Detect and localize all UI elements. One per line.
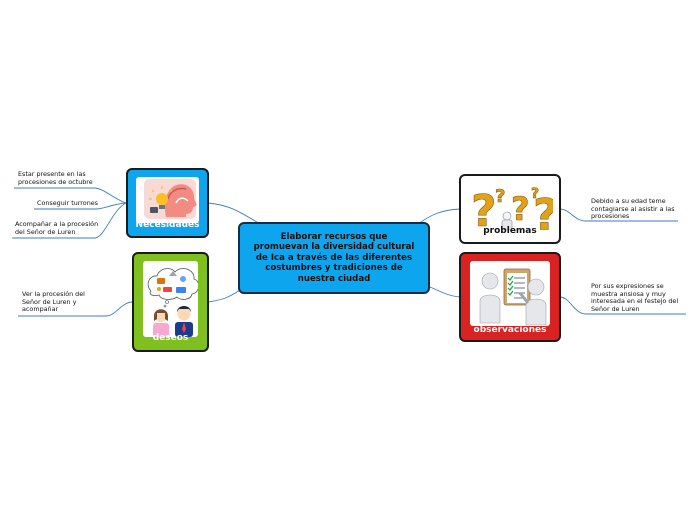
problemas-label: problemas <box>483 226 537 236</box>
leaf-problemas-1[interactable]: Debido a su edad teme contagiarse al asi… <box>591 197 675 221</box>
connector-observaciones <box>429 286 461 298</box>
thinking-couple-icon <box>147 268 198 337</box>
leaf-necesidades-2[interactable]: Conseguir turrones <box>37 199 99 207</box>
central-topic[interactable]: Elaborar recursos que promuevan la diver… <box>238 222 430 294</box>
necesidades-label: Necesidades <box>135 220 200 230</box>
head-bulb-icon <box>144 179 197 219</box>
leaf-necesidades-3[interactable]: Acompañar a la procesión del Señor de Lu… <box>15 220 99 236</box>
branch-problemas[interactable]: ? ? ? ? ? problemas <box>459 174 561 244</box>
svg-text:?: ? <box>533 190 553 230</box>
deseos-image <box>143 261 198 337</box>
connector-deseos <box>207 289 241 303</box>
connector-leaf-o1 <box>559 296 686 315</box>
leaf-necesidades-1[interactable]: Estar presente en las procesiones de oct… <box>18 170 93 186</box>
connector-leaf-n3 <box>12 202 127 239</box>
problemas-image: ? ? ? ? ? <box>467 180 553 230</box>
necesidades-image <box>136 177 199 223</box>
connector-leaf-n2 <box>34 202 127 210</box>
svg-text:?: ? <box>471 186 497 230</box>
connector-necesidades <box>207 202 261 225</box>
svg-text:?: ? <box>531 186 539 202</box>
central-topic-text: Elaborar recursos que promuevan la diver… <box>253 231 415 284</box>
branch-necesidades[interactable]: Necesidades <box>126 168 209 238</box>
branch-observaciones[interactable]: observaciones <box>459 252 561 342</box>
svg-text:?: ? <box>495 186 505 207</box>
leaf-observaciones-1[interactable]: Por sus expresiones se muestra ansiosa y… <box>591 282 679 313</box>
svg-text:?: ? <box>511 190 530 228</box>
connector-problemas <box>417 208 461 225</box>
connector-leaf-n1 <box>14 187 127 204</box>
question-marks-icon: ? ? ? ? ? <box>471 186 553 230</box>
checklist-person-icon <box>479 268 547 326</box>
branch-deseos[interactable]: deseos <box>132 252 209 352</box>
observaciones-label: observaciones <box>473 325 547 335</box>
leaf-deseos-1[interactable]: Ver la procesión del Señor de Luren y ac… <box>22 290 85 314</box>
deseos-label: deseos <box>152 333 189 343</box>
observaciones-image <box>470 261 550 326</box>
connector-leaf-p1 <box>559 208 678 222</box>
connector-leaf-d1 <box>18 301 133 317</box>
